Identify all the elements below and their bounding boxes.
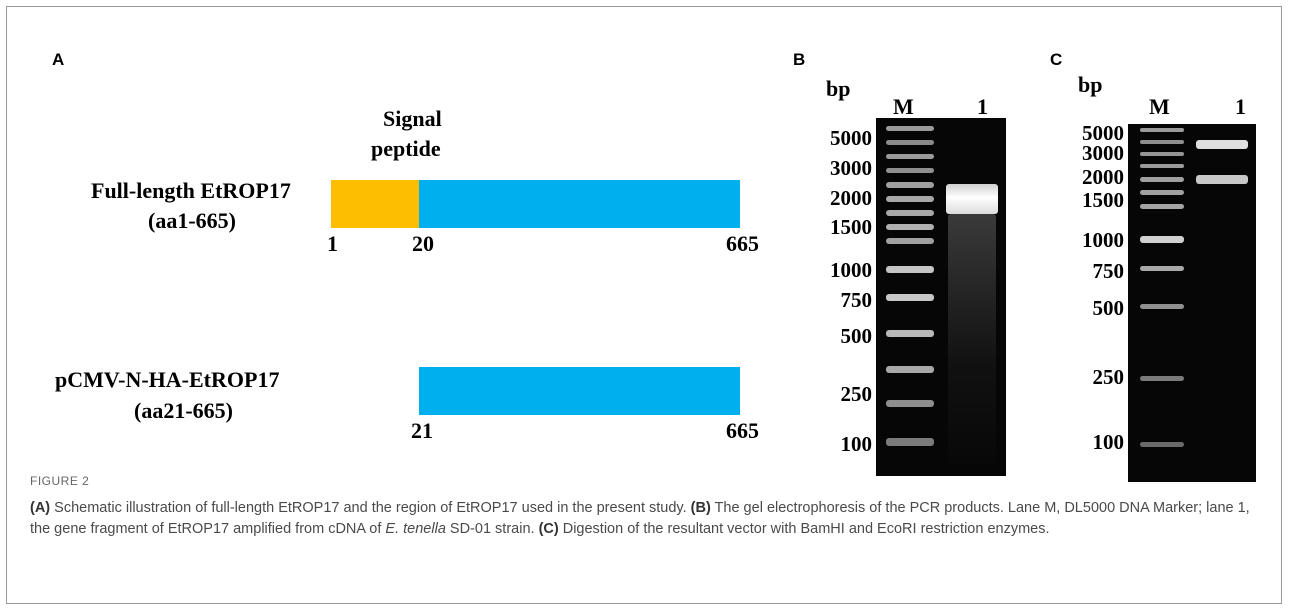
- gel-b-ladder-band: [886, 294, 934, 301]
- gel-c-marker-500: 500: [1092, 296, 1125, 320]
- figure-caption: (A) Schematic illustration of full-lengt…: [30, 498, 1260, 540]
- signal-peptide-bar: [331, 180, 419, 228]
- gel-c-ladder-band: [1140, 304, 1184, 309]
- gel-b-ladder-band: [886, 182, 934, 188]
- gel-c-ladder-band: [1140, 152, 1184, 156]
- gel-b-ladder-band: [886, 210, 934, 216]
- gel-c-marker-1000: 1000: [1082, 228, 1124, 252]
- gel-c-ladder-band: [1140, 236, 1184, 243]
- truncated-body-bar: [419, 367, 740, 415]
- gel-b-ladder-band: [886, 400, 934, 407]
- gel-b-marker-5000: 5000: [830, 126, 872, 150]
- gel-b-ladder-band: [886, 438, 934, 446]
- truncated-name: pCMV-N-HA-EtROP17: [55, 367, 280, 392]
- gel-b-lane-m: M: [893, 94, 914, 119]
- signal-peptide-label-line2: peptide: [371, 136, 441, 161]
- caption-c-text: Digestion of the resultant vector with B…: [558, 521, 1050, 537]
- gel-c-ladder-band: [1140, 164, 1184, 168]
- gel-c-marker-1500: 1500: [1082, 188, 1124, 212]
- truncated-pos-start: 21: [411, 418, 433, 443]
- gel-b-ladder-band: [886, 266, 934, 273]
- full-pos-end: 665: [726, 231, 759, 256]
- full-length-name: Full-length EtROP17: [91, 178, 291, 203]
- gel-b-marker-250: 250: [840, 382, 873, 406]
- gel-b-marker-750: 750: [840, 288, 873, 312]
- gel-c-ladder-band: [1140, 177, 1184, 182]
- gel-b-ladder-band: [886, 330, 934, 337]
- gel-b-marker-500: 500: [840, 324, 873, 348]
- gel-c-vector-band: [1196, 140, 1248, 149]
- full-pos-mid: 20: [412, 231, 434, 256]
- gel-b-ladder-band: [886, 238, 934, 244]
- caption-a-text: Schematic illustration of full-length Et…: [50, 500, 691, 516]
- gel-c-ladder-band: [1140, 190, 1184, 195]
- gel-c-marker-750: 750: [1092, 259, 1125, 283]
- full-length-body-bar: [419, 180, 740, 228]
- gel-b-ladder-band: [886, 196, 934, 202]
- caption-species: E. tenella: [385, 521, 446, 537]
- figure-frame: [6, 6, 1282, 604]
- gel-b-ladder-band: [886, 366, 934, 373]
- gel-c-ladder-band: [1140, 376, 1184, 381]
- gel-b-ladder-band: [886, 154, 934, 159]
- caption-a-tag: (A): [30, 500, 51, 516]
- gel-c-lane-m: M: [1149, 94, 1170, 119]
- gel-b-ladder-band: [886, 224, 934, 230]
- gel-b-marker-1500: 1500: [830, 215, 872, 239]
- gel-c-marker-250: 250: [1092, 365, 1125, 389]
- caption-c-tag: (C): [538, 521, 559, 537]
- gel-c-marker-3000: 3000: [1082, 141, 1124, 165]
- gel-b-marker-2000: 2000: [830, 186, 872, 210]
- signal-peptide-label-line1: Signal: [383, 106, 442, 131]
- panel-label-a: A: [52, 50, 65, 69]
- figure-label: FIGURE 2: [30, 474, 90, 488]
- gel-b-smear: [948, 214, 996, 464]
- gel-c-ladder-band: [1140, 266, 1184, 271]
- caption-b2-text: SD-01 strain.: [445, 521, 539, 537]
- full-pos-start: 1: [327, 231, 338, 256]
- gel-b-product-band: [946, 184, 998, 214]
- gel-c-marker-2000: 2000: [1082, 165, 1124, 189]
- gel-c-ladder-band: [1140, 442, 1184, 447]
- gel-b-ladder-band: [886, 126, 934, 131]
- panel-label-c: C: [1050, 50, 1063, 69]
- truncated-pos-end: 665: [726, 418, 759, 443]
- gel-b-ladder-band: [886, 140, 934, 145]
- gel-c-unit: bp: [1078, 72, 1103, 97]
- gel-b-marker-100: 100: [840, 432, 873, 456]
- caption-b-tag: (B): [690, 500, 711, 516]
- gel-c-marker-5000: 5000: [1082, 121, 1124, 145]
- gel-b-marker-3000: 3000: [830, 156, 872, 180]
- truncated-range: (aa21-665): [134, 398, 233, 423]
- gel-b-image: [876, 118, 1006, 476]
- gel-c-image: [1128, 124, 1256, 482]
- gel-c-ladder-band: [1140, 140, 1184, 144]
- gel-b-unit: bp: [826, 76, 851, 101]
- gel-b-ladder-band: [886, 168, 934, 173]
- gel-c-ladder-band: [1140, 204, 1184, 209]
- gel-c-insert-band: [1196, 175, 1248, 184]
- gel-c-marker-100: 100: [1092, 430, 1125, 454]
- full-length-range: (aa1-665): [148, 208, 236, 233]
- panel-label-b: B: [793, 50, 806, 69]
- gel-c-ladder-band: [1140, 128, 1184, 132]
- gel-b-lane-1: 1: [977, 94, 988, 119]
- gel-c-lane-1: 1: [1235, 94, 1246, 119]
- gel-b-marker-1000: 1000: [830, 258, 872, 282]
- caption-b-text: The gel electrophoresis of the PCR produ…: [30, 500, 1250, 537]
